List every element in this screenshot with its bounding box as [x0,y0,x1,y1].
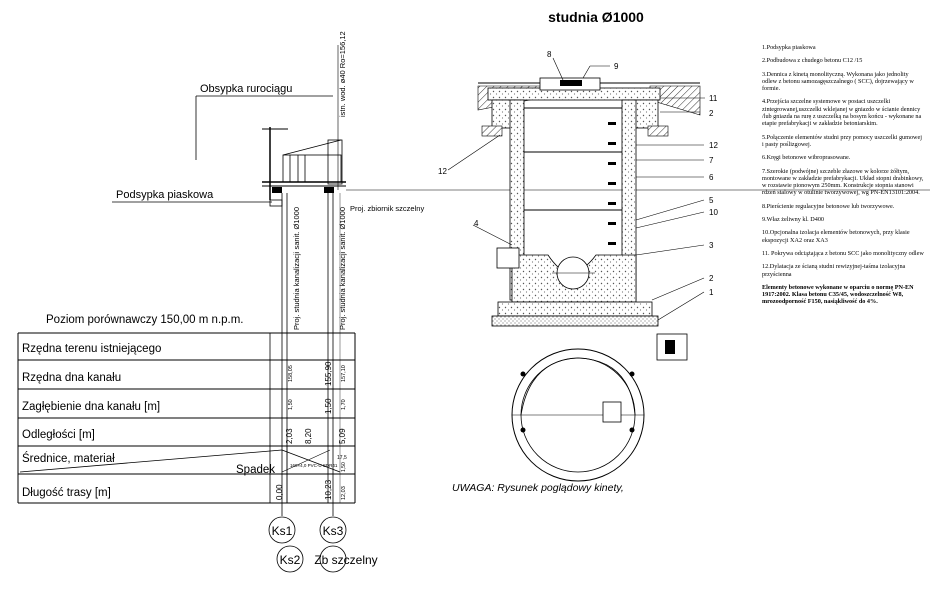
note-item: 11. Pokrywa odciążająca z betonu SCC jak… [762,249,924,257]
note-item: 8.Pierścienie regulacyjne betonowe lub t… [762,202,895,210]
val-zagl3: 1,70 [341,399,347,410]
callout-12-right: 12 [709,141,718,150]
val-teren2: 157,10 [341,365,347,382]
label-wod: istn. wod. ø40 Ro=156,12 [338,31,347,117]
label-spadek: Spadek [236,464,275,476]
val-srednica1: 160×4,0 PVC-U SDR41 [290,463,338,468]
val-odl1: 2,03 [285,428,294,444]
profile-table [17,332,356,504]
note-item: 4.Przejścia szczelne systemowe w postaci… [762,98,922,128]
profile-section: Obsypka rurociągu Podsypka piaskowa Proj… [17,31,930,573]
row-label-4: Średnice, materiał [22,452,115,465]
val-zagl1: 1,50 [288,399,294,410]
label-studnia-2: Proj. studnia kanalizacji sanit. Ø1000 [338,207,347,330]
val-srednica2: 17,5 [337,455,347,461]
callout-5: 5 [709,196,714,205]
row-label-1: Rzędna dna kanału [22,372,121,384]
uwaga-note: UWAGA: Rysunek poglądowy kinety, [452,482,624,494]
note-item: 10.Opcjonalna izolacja elementów betonow… [762,229,910,244]
label-poziom: Poziom porównawczy 150,00 m n.p.m. [46,314,244,326]
note-item: 7.Szerokie (podwójne) szczeble złazowe w… [762,167,924,197]
note-item: 9.Właz żeliwny kl. D400 [762,216,825,224]
val-dno: 155,90 [324,361,333,386]
callout-1: 1 [709,288,714,297]
val-zagl2: 1,50 [324,398,333,414]
val-odl2: 8,20 [304,428,313,444]
callout-2-bottom: 2 [709,274,714,283]
val-dlug3: 12,03 [341,486,347,500]
callout-9: 9 [614,62,619,71]
callout-2-top: 2 [709,109,714,118]
row-label-0: Rzędna terenu istniejącego [22,343,161,355]
callout-12-left: 12 [438,167,447,176]
label-podsypka: Podsypka piaskowa [116,189,214,201]
callout-11: 11 [709,94,718,103]
val-dlug2: 10,23 [324,479,333,500]
callout-8: 8 [547,50,552,59]
node-zb-szczelny: Zb szczelny [314,553,377,567]
callout-3: 3 [709,241,714,250]
label-studnia-1: Proj. studnia kanalizacji sanit. Ø1000 [292,207,301,330]
label-obsypka: Obsypka rurociągu [200,83,292,95]
node-ks1: Ks1 [272,524,293,538]
callout-6: 6 [709,173,714,182]
drawing-title: studnia Ø1000 [548,9,644,25]
callout-7: 7 [709,156,714,165]
note-concrete-spec: Elementy betonowe wykonane w oparciu o n… [762,283,914,306]
row-label-3: Odległości [m] [22,429,95,441]
callout-4: 4 [474,219,479,228]
note-item: 6.Kręgi betonowe wibroprasowane. [762,154,851,162]
val-srednica3: 1,50 [341,462,347,472]
label-zbiornik: Proj. zbiornik szczelny [350,204,424,213]
note-item: 2.Podbudowa z chudego betonu C12 /15 [762,57,863,65]
note-item: 3.Dennica z kinetą monolityczną. Wykonan… [762,70,914,93]
node-ks2: Ks2 [280,553,301,567]
note-item: 5.Połączenie elementów studni przy pomoc… [762,133,922,148]
val-dlug1: 0,00 [275,484,284,500]
val-teren1: 158,05 [288,365,294,382]
row-label-2: Zagłębienie dna kanału [m] [22,401,160,413]
val-odl3: 5,09 [338,428,347,444]
callout-10: 10 [709,208,718,217]
well-section: 8 9 11 2 12 7 6 5 10 4 3 2 1 12 UWAGA: R… [438,50,718,494]
note-item: 12.Dylatacja ze ścianą studni rewizyjnej… [762,263,906,278]
note-item: 1.Podsypka piaskowa [762,44,816,51]
node-ks3: Ks3 [323,524,344,538]
notes-panel: 1.Podsypka piaskowa 2.Podbudowa z chudeg… [762,44,924,312]
row-label-5: Długość trasy [m] [22,487,111,499]
